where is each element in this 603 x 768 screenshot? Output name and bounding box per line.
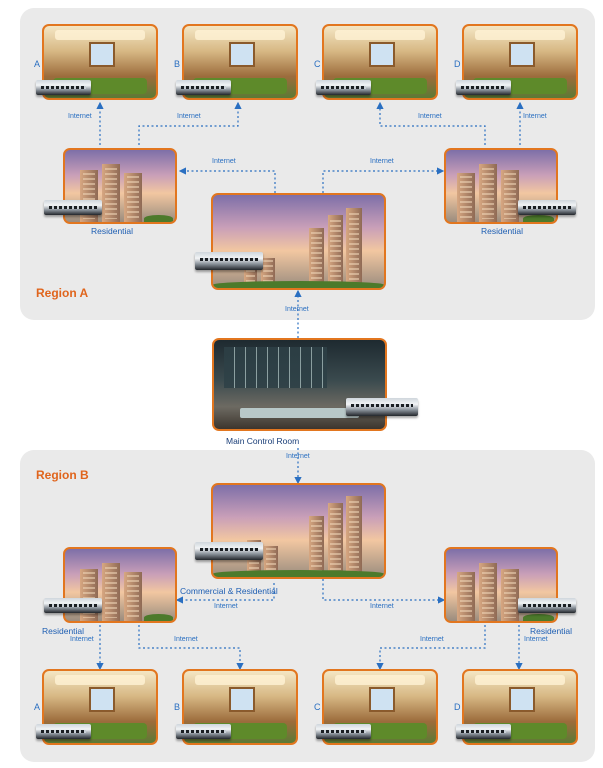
device-room-b-top — [176, 80, 231, 95]
label-residential-a-left: Residential — [91, 226, 134, 236]
letter-b-top: B — [174, 59, 181, 69]
link-resA-right-to-room-c — [376, 101, 486, 145]
room-c-photo-top — [322, 24, 438, 100]
device-commercial-a — [195, 252, 263, 270]
link-comA-to-resA-left — [178, 167, 276, 193]
link-resB-right-to-room-c — [376, 625, 486, 671]
label-residential-b-right: Residential — [530, 626, 573, 636]
internet-label: Internet — [212, 158, 236, 165]
internet-label: Internet — [286, 453, 310, 460]
device-commercial-b — [195, 542, 263, 560]
internet-label: Internet — [285, 306, 309, 313]
link-comB-to-resB-left — [175, 583, 275, 604]
link-comA-to-resA-right — [322, 167, 445, 193]
residential-photo-b-right — [444, 547, 558, 623]
device-residential-b-right — [518, 598, 576, 613]
letter-c-bottom: C — [314, 702, 321, 712]
internet-label: Internet — [370, 603, 394, 610]
device-room-d-top — [456, 80, 511, 95]
internet-label: Internet — [68, 113, 92, 120]
device-residential-a-right — [518, 200, 576, 215]
internet-label: Internet — [214, 603, 238, 610]
letter-c-top: C — [314, 59, 321, 69]
device-residential-a-left — [44, 200, 102, 215]
device-room-b-bottom — [176, 724, 231, 739]
internet-label: Internet — [174, 636, 198, 643]
internet-label: Internet — [524, 636, 548, 643]
device-room-a-bottom — [36, 724, 91, 739]
letter-d-top: D — [454, 59, 461, 69]
internet-label: Internet — [177, 113, 201, 120]
link-comB-to-resB-right — [322, 579, 446, 604]
commercial-photo-b — [211, 483, 386, 579]
internet-label: Internet — [418, 113, 442, 120]
device-control-room — [346, 398, 418, 416]
device-room-d-bottom — [456, 724, 511, 739]
region-a-title: Region A — [36, 286, 89, 300]
internet-label: Internet — [420, 636, 444, 643]
label-commercial-residential-b: Commercial & Residential — [180, 586, 278, 596]
letter-b-bottom: B — [174, 702, 181, 712]
link-resA-left-to-room-b — [138, 101, 242, 145]
device-room-c-top — [316, 80, 371, 95]
letter-a-top: A — [34, 59, 41, 69]
link-resB-left-to-room-b — [138, 625, 244, 671]
region-b-title: Region B — [36, 468, 89, 482]
internet-label: Internet — [523, 113, 547, 120]
device-residential-b-left — [44, 598, 102, 613]
commercial-photo-a — [211, 193, 386, 290]
device-room-c-bottom — [316, 724, 371, 739]
internet-label: Internet — [70, 636, 94, 643]
label-residential-b-left: Residential — [42, 626, 85, 636]
label-residential-a-right: Residential — [481, 226, 524, 236]
letter-d-bottom: D — [454, 702, 461, 712]
internet-label: Internet — [370, 158, 394, 165]
control-room-photo — [212, 338, 387, 431]
room-c-photo-bottom — [322, 669, 438, 745]
letter-a-bottom: A — [34, 702, 41, 712]
label-main-control-room: Main Control Room — [226, 436, 300, 446]
device-room-a-top — [36, 80, 91, 95]
